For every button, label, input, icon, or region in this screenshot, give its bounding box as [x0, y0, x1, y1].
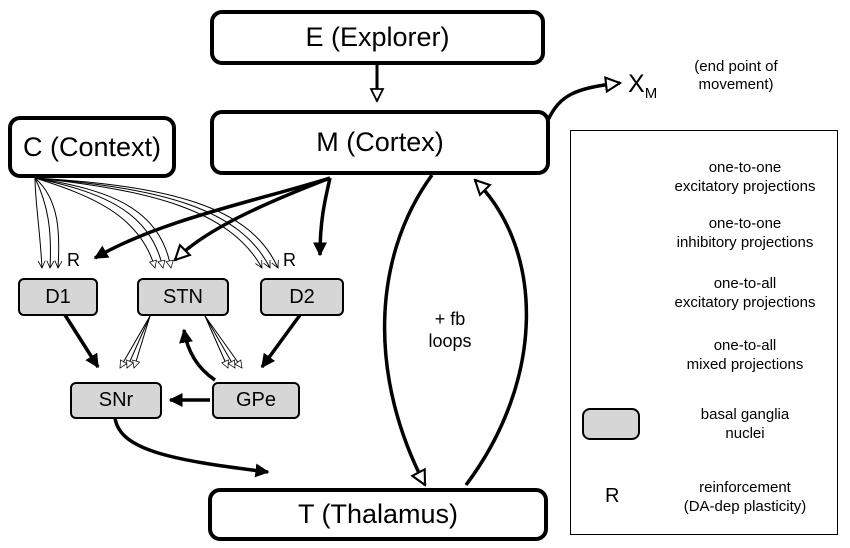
arrow-context-to-stn-a: [34, 177, 157, 269]
arrow-stn-to-gpe-c: [204, 315, 243, 369]
legend-item-4-line2: nuclei: [725, 425, 765, 442]
legend: [570, 130, 838, 535]
node-gpe-label: GPe: [235, 389, 277, 411]
node-cortex-label: M (Cortex): [316, 127, 444, 157]
arrow-context-to-stn-c: [34, 177, 174, 269]
legend-item-reinforcement: reinforcement (DA-dep plasticity): [655, 478, 835, 516]
arrow-context-to-d2-a: [34, 177, 263, 269]
legend-item-2-line2: excitatory projections: [674, 294, 816, 311]
legend-item-4-line1: basal ganglia: [700, 406, 790, 423]
arrow-cortex-to-thalamus: [382, 173, 434, 485]
legend-item-one-to-one-inhibitory: one-to-one inhibitory projections: [655, 214, 835, 252]
arrow-cortex-to-d1: [93, 176, 331, 260]
legend-r-symbol: R: [605, 485, 620, 507]
node-thalamus-label: T (Thalamus): [297, 499, 459, 529]
arrow-cortex-to-d2: [313, 177, 332, 257]
node-explorer: E (Explorer): [210, 10, 545, 65]
feedback-line1: + fb: [434, 309, 466, 329]
legend-item-5-line1: reinforcement: [699, 479, 791, 496]
arrow-cortex-to-stn: [175, 176, 331, 260]
endpoint-note-line2: movement): [698, 76, 774, 93]
legend-item-5-line2: (DA-dep plasticity): [683, 498, 807, 515]
node-stn-label: STN: [163, 285, 203, 308]
legend-item-3-line1: one-to-all: [713, 337, 777, 354]
node-d1: D1: [18, 278, 98, 316]
legend-swatch-basal-ganglia: [582, 408, 640, 440]
legend-item-3-line2: mixed projections: [686, 356, 804, 373]
endpoint-symbol: XM: [628, 70, 657, 102]
arrow-d2-to-gpe: [260, 313, 302, 369]
feedback-loops-label: + fb loops: [410, 308, 490, 352]
node-d2: D2: [260, 278, 344, 316]
reinforcement-mark-d1: R: [67, 250, 80, 270]
arrow-context-to-d2-b: [34, 177, 271, 269]
node-stn: STN: [137, 278, 229, 316]
arrow-thalamus-to-cortex: [464, 180, 529, 487]
arrow-d1-to-snr: [63, 314, 100, 369]
node-d1-label: D1: [45, 285, 71, 308]
node-context-label: C (Context): [22, 131, 162, 162]
node-explorer-label: E (Explorer): [305, 22, 450, 52]
legend-item-1-line2: inhibitory projections: [676, 234, 814, 251]
arrow-context-to-d1-c: [34, 177, 63, 269]
legend-item-one-to-all-excitatory: one-to-all excitatory projections: [655, 274, 835, 312]
node-cortex: M (Cortex): [210, 110, 550, 175]
legend-item-basal-ganglia: basal ganglia nuclei: [655, 405, 835, 443]
arrow-cortex-to-endpoint: [546, 83, 620, 121]
node-d2-label: D2: [289, 285, 315, 308]
arrow-context-to-stn-b: [34, 177, 166, 269]
endpoint-note-line1: (end point of: [694, 58, 778, 75]
arrow-context-to-d2-c: [34, 177, 279, 269]
endpoint-symbol-subscript: M: [644, 85, 658, 102]
arrow-stn-to-snr-b: [126, 315, 151, 369]
arrow-gpe-to-stn: [179, 328, 216, 382]
legend-item-one-to-one-excitatory: one-to-one excitatory projections: [655, 158, 835, 196]
legend-item-0-line2: excitatory projections: [674, 178, 816, 195]
legend-item-one-to-all-mixed: one-to-all mixed projections: [655, 336, 835, 374]
legend-item-1-line1: one-to-one: [708, 215, 782, 232]
node-snr-label: SNr: [98, 389, 134, 411]
arrow-context-to-d1-b: [34, 177, 55, 269]
reinforcement-mark-d2: R: [283, 250, 296, 270]
arrow-stn-to-snr-c: [132, 315, 151, 369]
node-thalamus: T (Thalamus): [208, 488, 548, 541]
arrow-stn-to-gpe-b: [204, 315, 236, 369]
arrow-stn-to-snr-a: [119, 315, 151, 369]
legend-item-2-line1: one-to-all: [713, 275, 777, 292]
node-gpe: GPe: [212, 382, 300, 419]
endpoint-note: (end point of movement): [676, 58, 796, 94]
arrow-context-to-d1-a: [34, 177, 46, 269]
node-context: C (Context): [8, 116, 176, 178]
legend-item-0-line1: one-to-one: [708, 159, 782, 176]
feedback-line2: loops: [428, 331, 472, 351]
arrow-stn-to-gpe-a: [204, 315, 229, 369]
node-snr: SNr: [70, 382, 162, 419]
endpoint-symbol-x: X: [628, 70, 645, 98]
arrow-snr-to-thalamus: [113, 417, 270, 478]
